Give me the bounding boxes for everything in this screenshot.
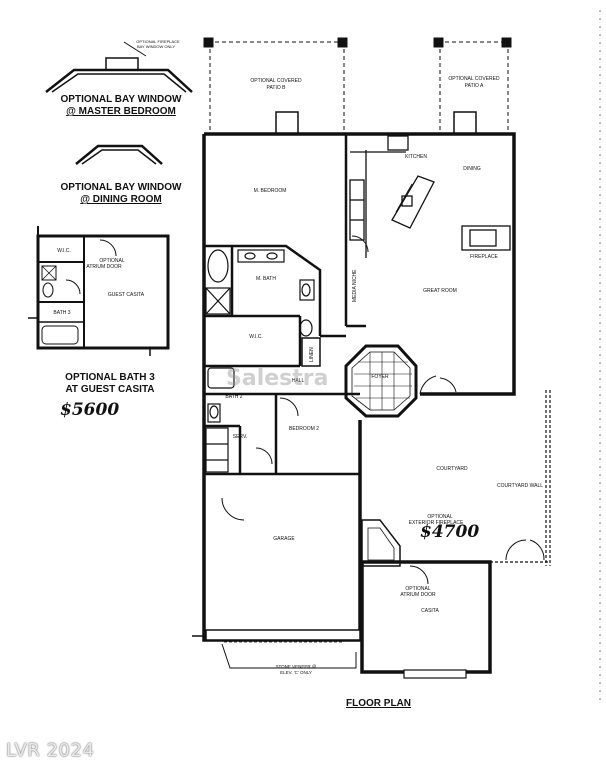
bay-window-dining-sketch: [75, 144, 163, 165]
guest-atrium-label-1: OPTIONAL: [99, 258, 125, 264]
guest-atrium-label-2: ATRIUM DOOR: [86, 264, 122, 270]
kitchen-label: KITCHEN: [405, 154, 427, 160]
bath2-label: BATH 2: [225, 394, 242, 400]
stone-veneer-note-2: ELEV. 'C' ONLY: [280, 670, 312, 675]
serv-label: SERV.: [233, 434, 247, 440]
bath3-line-1: OPTIONAL BATH 3: [65, 372, 155, 383]
hall-label: HALL: [292, 378, 305, 384]
guest-wic-label: W.I.C.: [57, 248, 71, 254]
ext-fireplace-label-1: OPTIONAL: [427, 514, 453, 520]
patio-a-outline: [438, 41, 510, 134]
patio-a-label-1: OPTIONAL COVERED: [448, 76, 500, 82]
courtyard-walls: [490, 390, 551, 566]
atrium-door-label-1: OPTIONAL: [405, 586, 431, 592]
foyer-octagon: [344, 344, 457, 418]
m-bath-label: M. BATH: [256, 276, 276, 282]
fireplace-price: $4700: [420, 522, 480, 542]
stone-veneer-note-1: STONE VENEER @: [276, 664, 317, 669]
garage-label: GARAGE: [273, 536, 295, 542]
patio-b-label-2: PATIO B: [267, 85, 287, 91]
bath2-fixtures: [205, 367, 299, 521]
atrium-door-label-2: ATRIUM DOOR: [400, 592, 436, 598]
wic-label: W.I.C.: [249, 334, 263, 340]
patio-b-outline: [208, 41, 346, 134]
guest-casita-inset: [28, 226, 170, 356]
patio-b-label-1: OPTIONAL COVERED: [250, 78, 302, 84]
bay-window-dining-title: OPTIONAL BAY WINDOW @ DINING ROOM: [46, 182, 196, 206]
bay-dining-line-2: @ DINING ROOM: [80, 194, 162, 205]
fireplace-small-note-1: OPTIONAL FIREPLACE: [136, 39, 180, 44]
great-room-label: GREAT ROOM: [423, 288, 457, 294]
master-bath-fixtures: [205, 249, 315, 337]
patio-a-label-2: PATIO A: [465, 83, 484, 89]
casita-label: CASITA: [421, 608, 439, 614]
foyer-label: FOYER: [371, 374, 389, 380]
exterior-fireplace-shape: [361, 519, 401, 567]
bath3-title: OPTIONAL BATH 3 AT GUEST CASITA: [40, 372, 180, 396]
kitchen-fixtures: [349, 135, 511, 258]
bath3-line-2: AT GUEST CASITA: [65, 384, 155, 395]
guest-casita-label: GUEST CASITA: [108, 292, 145, 298]
guest-bath-label: BATH 3: [53, 310, 70, 316]
linen-label: LINEN: [309, 347, 315, 362]
bay-window-master-title: OPTIONAL BAY WINDOW @ MASTER BEDROOM: [46, 94, 196, 118]
center-watermark: Salestra: [226, 366, 329, 391]
floor-plan-title: FLOOR PLAN: [346, 698, 411, 709]
bath3-price: $5600: [60, 400, 120, 420]
m-bedroom-label: M. BEDROOM: [254, 188, 287, 194]
bay-master-line-2: @ MASTER BEDROOM: [66, 106, 176, 117]
interior-walls: [204, 134, 366, 476]
bay-master-line-1: OPTIONAL BAY WINDOW: [60, 94, 182, 105]
footer-watermark: LVR 2024: [6, 740, 95, 761]
ext-fireplace-label-2: EXTERIOR FIREPLACE: [409, 520, 464, 526]
fireplace-small-note-2: BAY WINDOW ONLY: [137, 44, 175, 49]
casita-walls: [360, 560, 492, 679]
dining-label: DINING: [463, 166, 481, 172]
media-niche-label: MEDIA NICHE: [352, 269, 358, 302]
courtyard-wall-label: COURTYARD WALL: [497, 483, 543, 489]
fireplace-label: FIREPLACE: [470, 254, 498, 260]
garage-front: [192, 629, 361, 669]
bedroom2-label: BEDROOM 2: [289, 426, 319, 432]
bay-window-master-sketch: [45, 41, 193, 93]
bay-dining-line-1: OPTIONAL BAY WINDOW: [60, 182, 182, 193]
courtyard-label: COURTYARD: [436, 466, 468, 472]
